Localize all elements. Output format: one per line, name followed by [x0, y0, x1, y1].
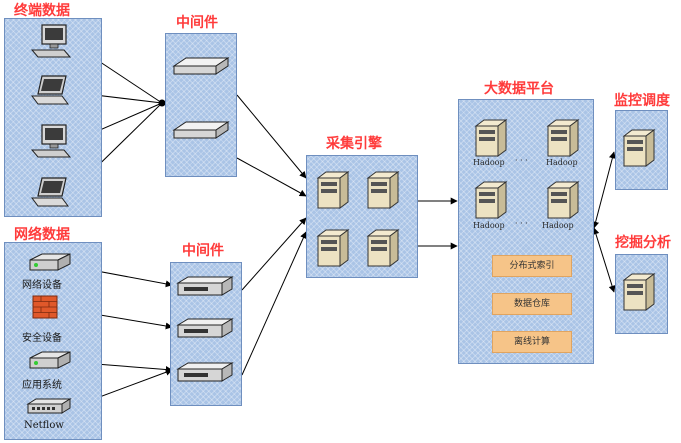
line-bigdata-mining	[592, 227, 616, 293]
hadoop-server-icon	[474, 119, 508, 157]
ellipsis-label: · · ·	[515, 156, 528, 165]
line-bigdata-monitor	[592, 151, 616, 229]
netflow-switch-icon	[26, 398, 72, 414]
monitor-title: 监控调度	[614, 93, 670, 109]
line-mw-top-1	[236, 94, 307, 179]
collector-server-icon	[316, 229, 350, 267]
application-system-label: 应用系统	[22, 380, 62, 391]
distributed-index-tag: 分布式索引	[492, 255, 572, 277]
laptop-icon	[31, 75, 69, 105]
middleware-top-title: 中间件	[176, 15, 218, 31]
line-mw-top-2	[236, 157, 307, 197]
network-title: 网络数据	[14, 227, 70, 243]
network-device-label: 网络设备	[22, 280, 62, 291]
data-warehouse-tag: 数据仓库	[492, 293, 572, 315]
netflow-label: Netflow	[24, 420, 64, 431]
offline-compute-tag: 离线计算	[492, 331, 572, 353]
middleware-appliance-icon	[172, 57, 230, 75]
bigdata-title: 大数据平台	[484, 81, 554, 97]
line-mw-bottom-2	[241, 231, 307, 376]
collector-server-icon	[316, 171, 350, 209]
hadoop-label: Hadoop	[473, 158, 505, 167]
line-mw-bottom-1	[241, 217, 307, 291]
hadoop-label: Hadoop	[546, 158, 578, 167]
laptop-icon	[31, 177, 69, 207]
middleware-switch-icon	[176, 318, 234, 338]
monitor-server-icon	[622, 129, 656, 167]
middleware-appliance-icon	[172, 121, 230, 139]
desktop-computer-icon	[30, 124, 72, 158]
middleware-bottom-title: 中间件	[182, 243, 224, 259]
hadoop-server-icon	[546, 119, 580, 157]
security-device-label: 安全设备	[22, 333, 62, 344]
collector-server-icon	[366, 229, 400, 267]
desktop-computer-icon	[30, 24, 72, 58]
collector-server-icon	[366, 171, 400, 209]
firewall-icon	[32, 295, 58, 319]
hadoop-server-icon	[546, 181, 580, 219]
network-device-icon	[29, 253, 71, 271]
terminal-title: 终端数据	[14, 3, 70, 19]
middleware-top-panel	[165, 33, 237, 177]
middleware-switch-icon	[176, 276, 234, 296]
hub-dot	[158, 99, 166, 107]
collector-title: 采集引擎	[326, 136, 382, 152]
hadoop-label: Hadoop	[473, 221, 505, 230]
mining-title: 挖掘分析	[615, 235, 671, 251]
mining-server-icon	[622, 273, 656, 311]
ellipsis-label: · · ·	[515, 219, 528, 228]
hadoop-server-icon	[474, 181, 508, 219]
application-system-icon	[29, 351, 71, 369]
middleware-switch-icon	[176, 362, 234, 382]
hadoop-label: Hadoop	[542, 221, 574, 230]
